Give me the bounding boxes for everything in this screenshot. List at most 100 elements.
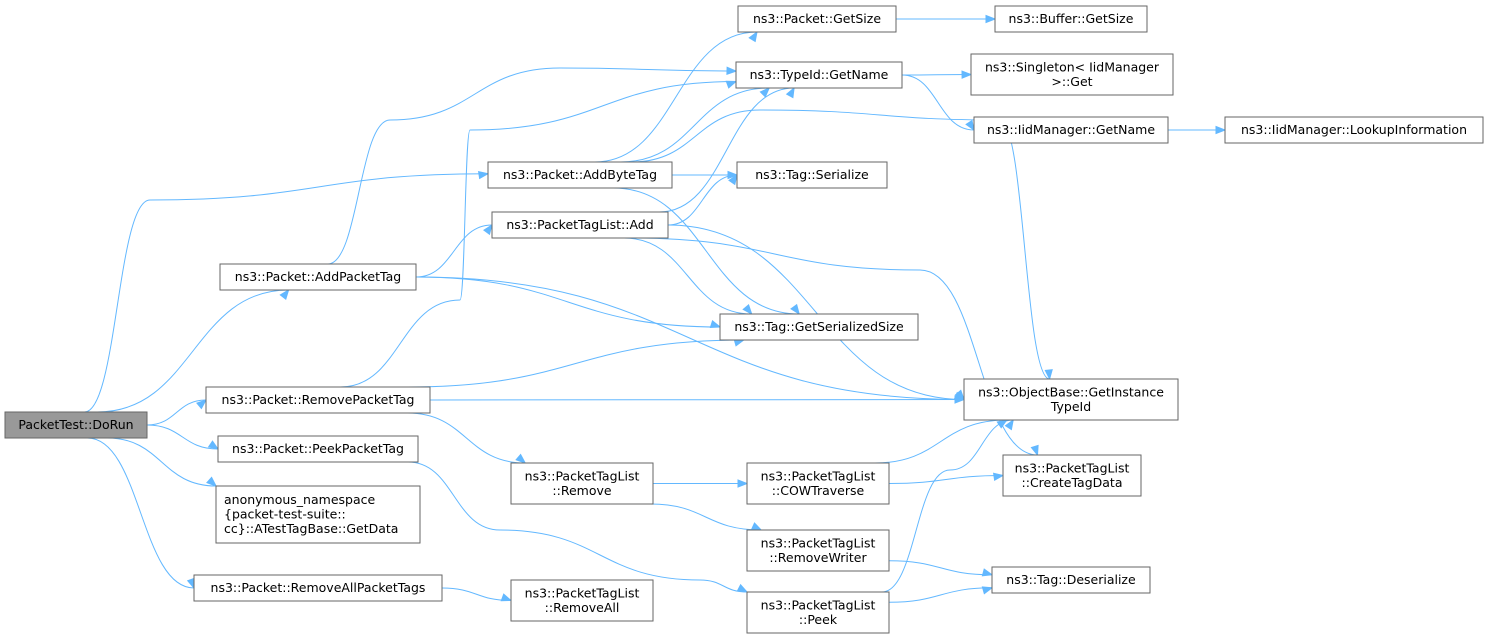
edge-ptlremove-to-cowtraverse [653, 479, 749, 488]
arrowhead-icon [965, 119, 975, 132]
node-removewriter[interactable]: ns3::PacketTagList::RemoveWriter [746, 529, 890, 572]
node-lookupinfo[interactable]: ns3::IidManager::LookupInformation [1224, 116, 1484, 144]
node-box [746, 529, 890, 572]
edge-dorun-to-peekpackettag [146, 424, 220, 450]
edge-addbytetag-to-getinstancetypeid [631, 109, 1053, 381]
node-box [215, 485, 421, 544]
node-singletonget[interactable]: ns3::Singleton< IidManager>::Get [970, 53, 1174, 96]
edge-line [415, 224, 493, 278]
arrowhead-icon [483, 223, 493, 236]
node-label: ns3::PacketTagList [525, 468, 640, 483]
node-label: ns3::Packet::RemoveAllPacketTags [211, 580, 426, 595]
edge-line [407, 412, 526, 464]
node-ptlremove[interactable]: ns3::PacketTagList::Remove [510, 462, 654, 505]
arrowhead-icon [736, 583, 749, 593]
edge-addpackettag-to-getserializedsize [415, 276, 722, 329]
node-label: ns3::Tag::Serialize [755, 167, 869, 182]
arrowhead-icon [728, 173, 738, 186]
edge-ptladd-to-tagserialize [667, 173, 738, 226]
node-addbytetag[interactable]: ns3::Packet::AddByteTag [487, 161, 673, 189]
edge-line [623, 237, 752, 315]
node-buffergetsize[interactable]: ns3::Buffer::GetSize [994, 5, 1148, 33]
node-box [970, 53, 1174, 96]
node-label: ns3::Packet::AddPacketTag [235, 269, 401, 284]
node-addpackettag[interactable]: ns3::Packet::AddPacketTag [219, 263, 417, 291]
node-box [205, 386, 431, 414]
node-label: ns3::Tag::GetSerializedSize [734, 319, 904, 334]
node-label: ::RemoveWriter [769, 550, 867, 565]
arrowhead-icon [737, 479, 749, 488]
edge-line [415, 276, 965, 400]
node-typeidgetname[interactable]: ns3::TypeId::GetName [735, 61, 903, 89]
edge-line [327, 67, 737, 265]
edge-typeidgetname-to-singletonget [901, 70, 973, 79]
edge-line [429, 399, 965, 401]
node-box [735, 61, 903, 89]
edge-line [620, 87, 770, 163]
node-box [719, 313, 919, 341]
node-label: ns3::ObjectBase::GetInstance [978, 384, 1164, 399]
node-label: ns3::Singleton< IidManager [985, 59, 1160, 74]
node-label: ns3::IidManager::GetName [987, 122, 1155, 137]
node-iidgetname[interactable]: ns3::IidManager::GetName [973, 116, 1169, 144]
edge-ptladd-to-typeidgetname [659, 86, 795, 213]
edge-line [901, 74, 972, 76]
node-box [4, 411, 148, 439]
edge-line [407, 461, 748, 593]
edge-line [650, 503, 762, 531]
edge-removepackettag-to-typeidgetname [340, 80, 738, 388]
arrowhead-icon [954, 389, 965, 401]
arrowhead-icon [759, 87, 771, 98]
arrowhead-icon [726, 66, 738, 76]
arrowhead-icon [725, 80, 738, 89]
node-label: ::Remove [552, 483, 611, 498]
node-tagdeserialize[interactable]: ns3::Tag::Deserialize [991, 566, 1151, 594]
edge-removepackettag-to-ptlremove [407, 412, 527, 464]
node-packetgetsize[interactable]: ns3::Packet::GetSize [737, 5, 897, 33]
node-createtagdata[interactable]: ns3::PacketTagList::CreateTagData [1002, 454, 1142, 497]
arrowhead-icon [478, 170, 490, 180]
edge-line [97, 289, 289, 413]
node-label: ::CreateTagData [1022, 475, 1123, 490]
edge-typeidgetname-to-iidgetname [901, 74, 975, 132]
edge-line [594, 31, 757, 163]
arrowhead-icon [985, 14, 997, 24]
node-ptlpeek[interactable]: ns3::PacketTagList::Peek [746, 591, 890, 634]
node-removepackettag[interactable]: ns3::Packet::RemovePacketTag [205, 386, 431, 414]
edge-line [146, 399, 207, 426]
arrowhead-icon [515, 453, 527, 464]
node-peekpackettag[interactable]: ns3::Packet::PeekPacketTag [217, 435, 419, 463]
node-dorun[interactable]: PacketTest::DoRun [4, 411, 148, 439]
node-box [736, 161, 888, 189]
node-box [963, 378, 1179, 421]
edge-line [901, 74, 975, 131]
node-cowtraverse[interactable]: ns3::PacketTagList::COWTraverse [746, 462, 890, 505]
node-label: ns3::TypeId::GetName [750, 67, 889, 82]
node-atesttag[interactable]: anonymous_namespace{packet-test-suite::c… [215, 485, 421, 544]
edge-line [146, 424, 219, 450]
node-getserializedsize[interactable]: ns3::Tag::GetSerializedSize [719, 313, 919, 341]
node-tagserialize[interactable]: ns3::Tag::Serialize [736, 161, 888, 189]
edge-line [629, 237, 1038, 456]
node-box [973, 116, 1169, 144]
arrowhead-icon [207, 440, 220, 450]
arrowhead-icon [709, 320, 722, 329]
edge-addpackettag-to-ptladd [415, 223, 493, 278]
edge-packetgetsize-to-buffergetsize [896, 14, 997, 24]
node-label: ns3::Packet::PeekPacketTag [232, 441, 404, 456]
arrowhead-icon [981, 586, 994, 595]
node-ptlremoveall[interactable]: ns3::PacketTagList::RemoveAll [510, 579, 654, 622]
node-ptladd[interactable]: ns3::PacketTagList::Add [491, 211, 669, 239]
arrowhead-icon [954, 395, 966, 404]
edge-line [407, 339, 744, 388]
node-box [1224, 116, 1484, 144]
edge-addbytetag-to-typeidgetname [620, 87, 771, 163]
edge-iidgetname-to-lookupinfo [1168, 125, 1227, 135]
edge-addbytetag-to-tagserialize [672, 170, 739, 180]
node-removeallpackettags[interactable]: ns3::Packet::RemoveAllPacketTags [193, 574, 443, 602]
edge-ptladd-to-getserializedsize [623, 237, 753, 316]
node-label: ns3::IidManager::LookupInformation [1241, 122, 1467, 137]
edge-line [441, 587, 512, 601]
